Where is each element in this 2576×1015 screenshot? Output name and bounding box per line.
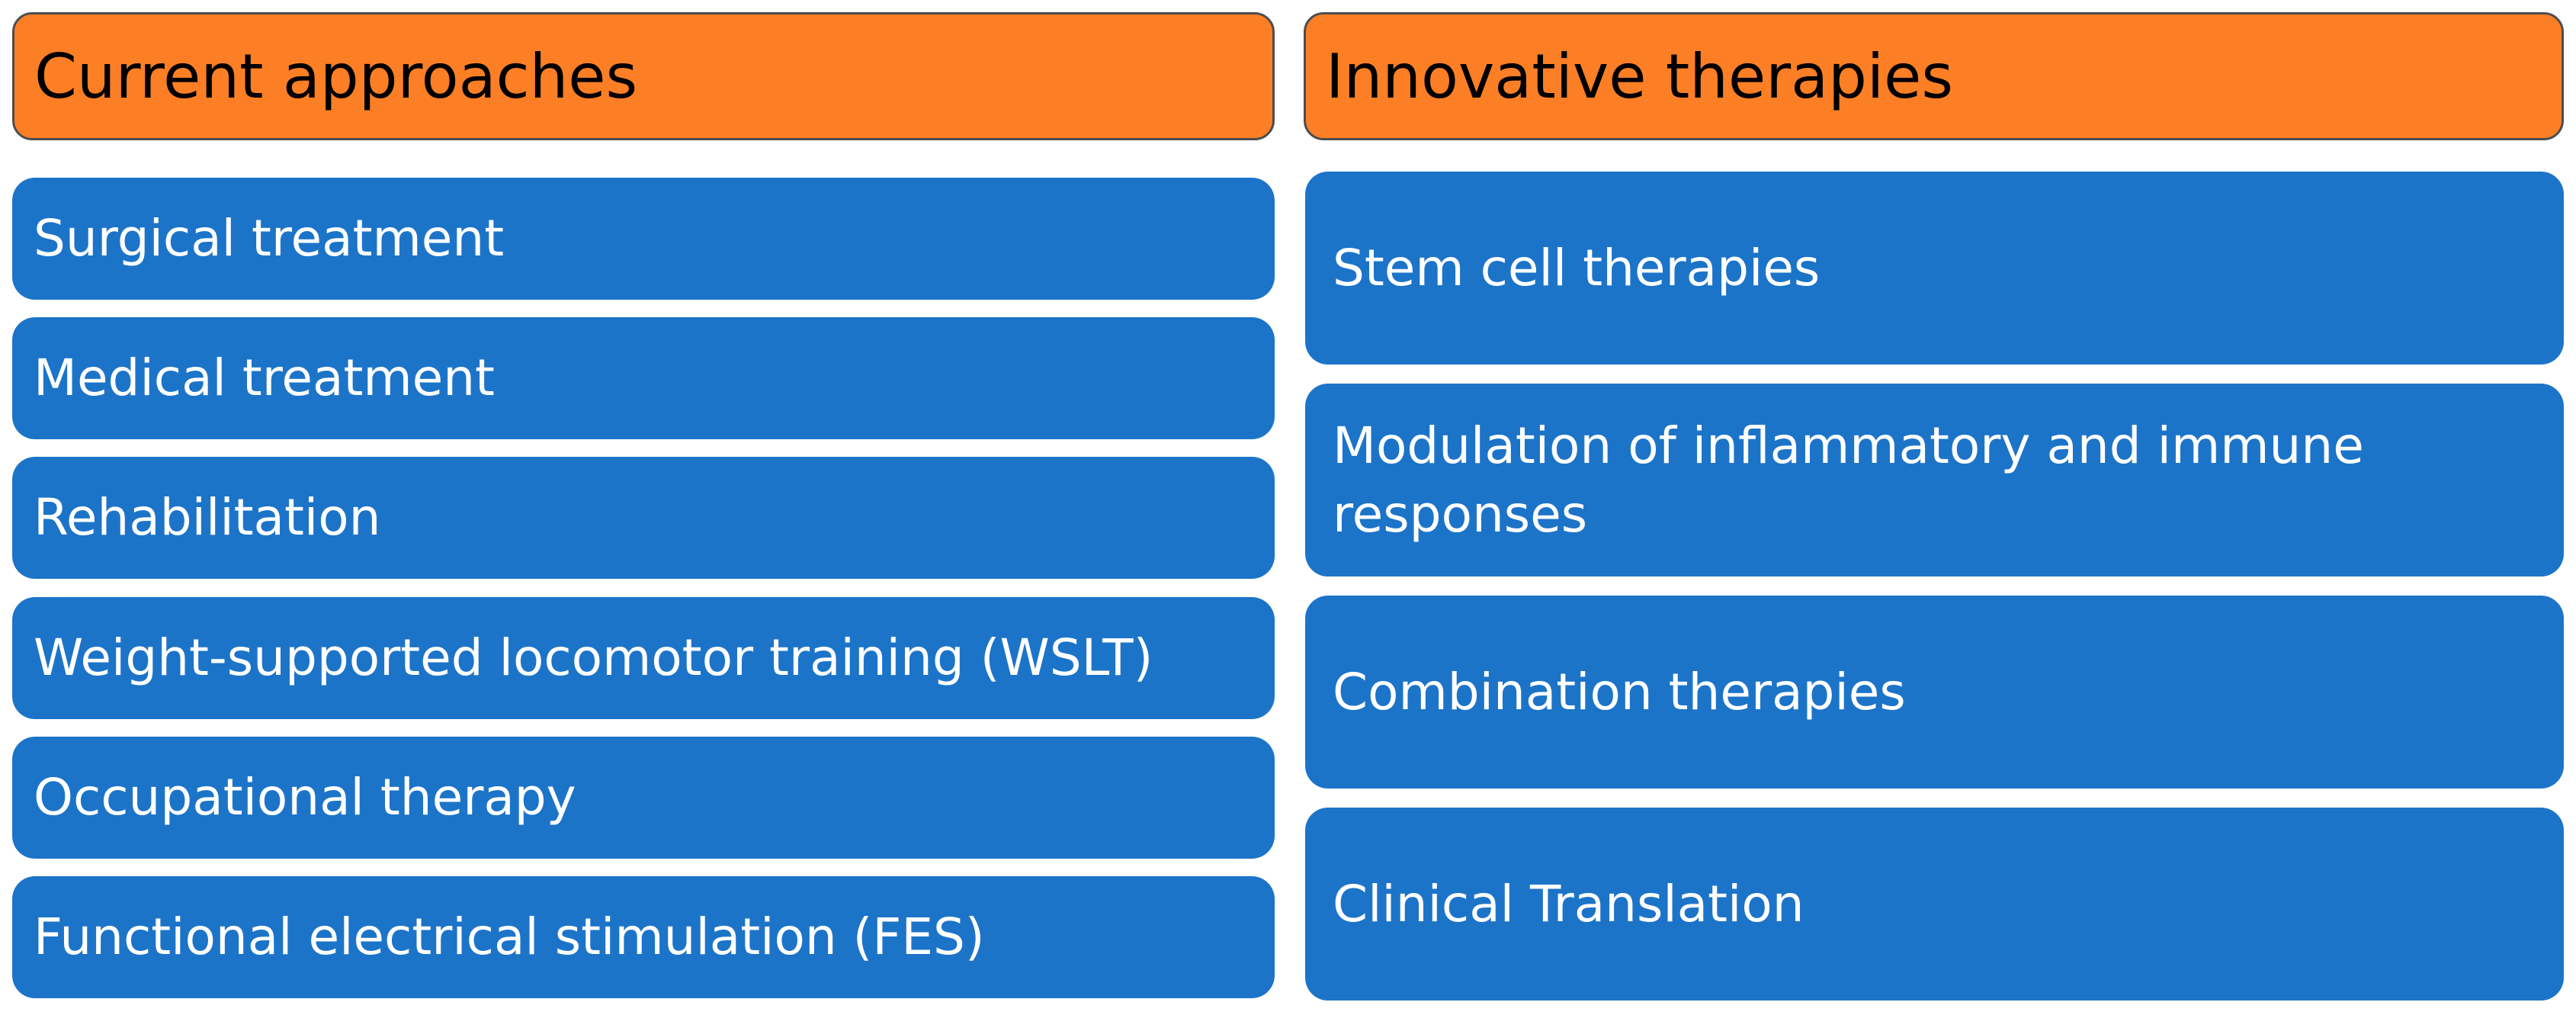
item-label: Surgical treatment — [34, 209, 505, 268]
current-approach-item: Functional electrical stimulation (FES) — [12, 876, 1275, 998]
innovative-therapy-item: Modulation of inflammatory and immune re… — [1305, 384, 2564, 577]
item-label: Stem cell therapies — [1333, 238, 1821, 297]
innovative-therapies-heading: Innovative therapies — [1326, 40, 1954, 112]
innovative-therapies-header: Innovative therapies — [1304, 12, 2564, 140]
current-approach-item: Rehabilitation — [12, 457, 1275, 579]
current-approach-item: Medical treatment — [12, 317, 1275, 439]
item-label: Weight-supported locomotor training (WSL… — [34, 628, 1153, 688]
innovative-therapy-item: Combination therapies — [1305, 596, 2564, 789]
item-label: Medical treatment — [34, 349, 495, 408]
current-approaches-header: Current approaches — [12, 12, 1275, 140]
innovative-therapy-item: Stem cell therapies — [1305, 172, 2564, 365]
current-approach-item: Occupational therapy — [12, 737, 1275, 859]
item-label: Occupational therapy — [34, 768, 576, 827]
current-approaches-heading: Current approaches — [34, 40, 638, 112]
item-label: Clinical Translation — [1333, 874, 1804, 933]
item-label: Modulation of inflammatory and immune re… — [1333, 416, 2364, 544]
item-label: Rehabilitation — [34, 488, 381, 548]
current-approach-item: Weight-supported locomotor training (WSL… — [12, 597, 1275, 719]
item-label: Combination therapies — [1333, 662, 1906, 721]
innovative-therapy-item: Clinical Translation — [1305, 808, 2564, 1001]
current-approach-item: Surgical treatment — [12, 178, 1275, 300]
item-label: Functional electrical stimulation (FES) — [34, 907, 985, 967]
